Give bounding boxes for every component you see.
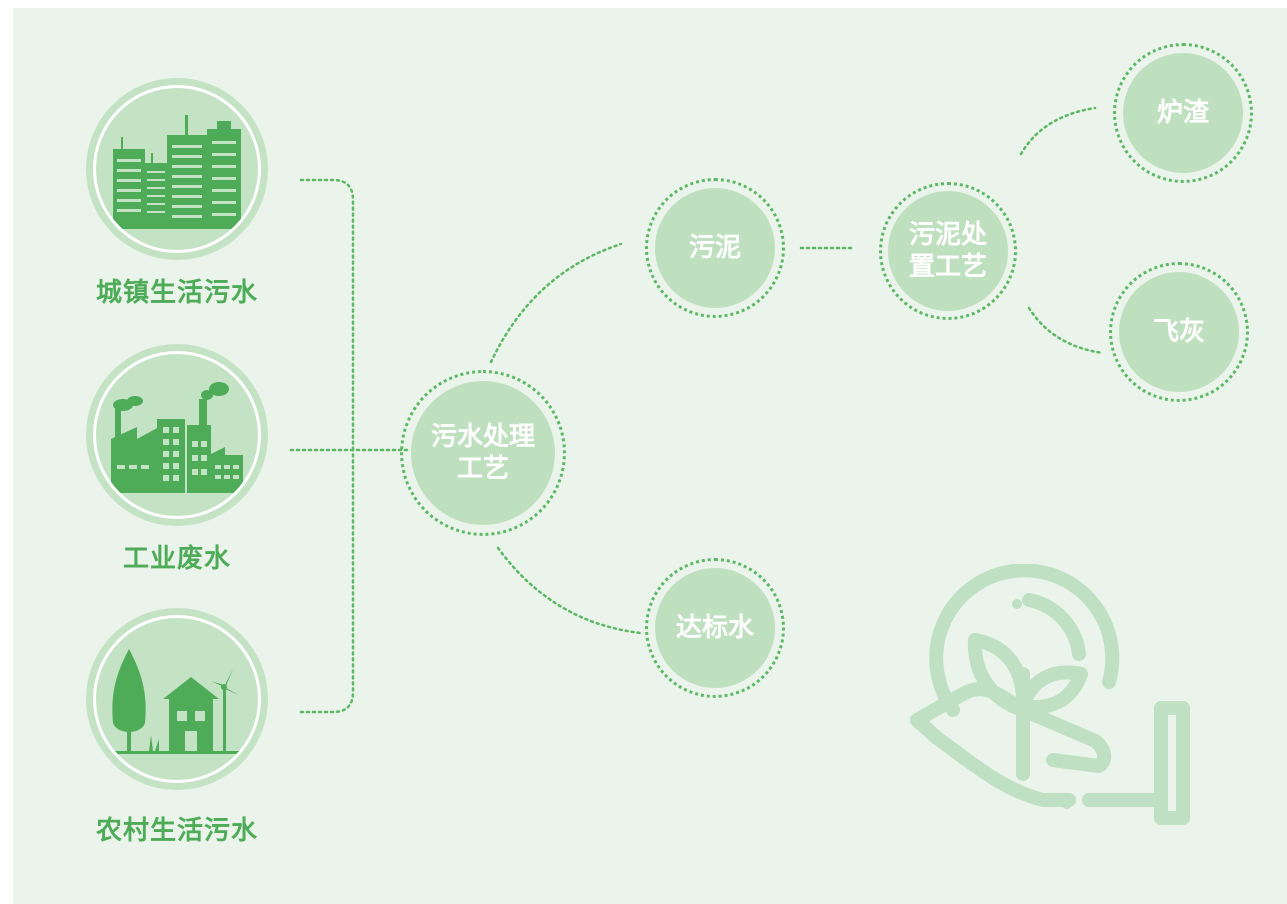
node-sludge-treatment: 污泥处置工艺 [879, 182, 1017, 320]
connector-rural-bracket [299, 448, 355, 714]
node-slag: 炉渣 [1113, 43, 1253, 183]
industrial-icon-circle [86, 344, 268, 526]
node-wastewater-treatment: 污水处理工艺 [400, 370, 566, 536]
connector-flyash [1027, 306, 1105, 355]
diagram-canvas: 城镇生活污水 工业废水 农村生活污水 污水处理工艺 污泥 污泥处置工艺 炉渣 飞… [13, 8, 1287, 904]
rural-icon-circle [86, 608, 268, 790]
hand-holding-plant-icon [910, 564, 1190, 825]
rural-house-icon [107, 649, 247, 754]
city-buildings-icon [113, 115, 241, 229]
connector-city-bracket [299, 178, 355, 452]
node-label-fly-ash: 飞灰 [1152, 316, 1205, 347]
factory-icon [111, 382, 243, 493]
connector-treatment-sludge [489, 242, 623, 364]
node-standard-water: 达标水 [645, 558, 785, 698]
source-label-rural: 农村生活污水 [95, 816, 258, 846]
source-label-industrial: 工业废水 [122, 544, 231, 574]
connector-layer [289, 106, 1105, 714]
node-label-treatment: 污水处理工艺 [430, 421, 535, 485]
node-fly-ash: 飞灰 [1109, 262, 1249, 402]
connector-slag [1019, 106, 1097, 156]
city-icon-circle [86, 78, 268, 260]
node-label-slag: 炉渣 [1156, 97, 1209, 128]
node-label-sludge: 污泥 [688, 232, 741, 263]
source-label-city: 城镇生活污水 [95, 278, 258, 308]
node-label-sludge-treatment: 污泥处置工艺 [908, 219, 987, 283]
connector-treatment-water [496, 546, 643, 635]
node-label-standard-water: 达标水 [675, 612, 754, 643]
node-sludge: 污泥 [645, 178, 785, 318]
